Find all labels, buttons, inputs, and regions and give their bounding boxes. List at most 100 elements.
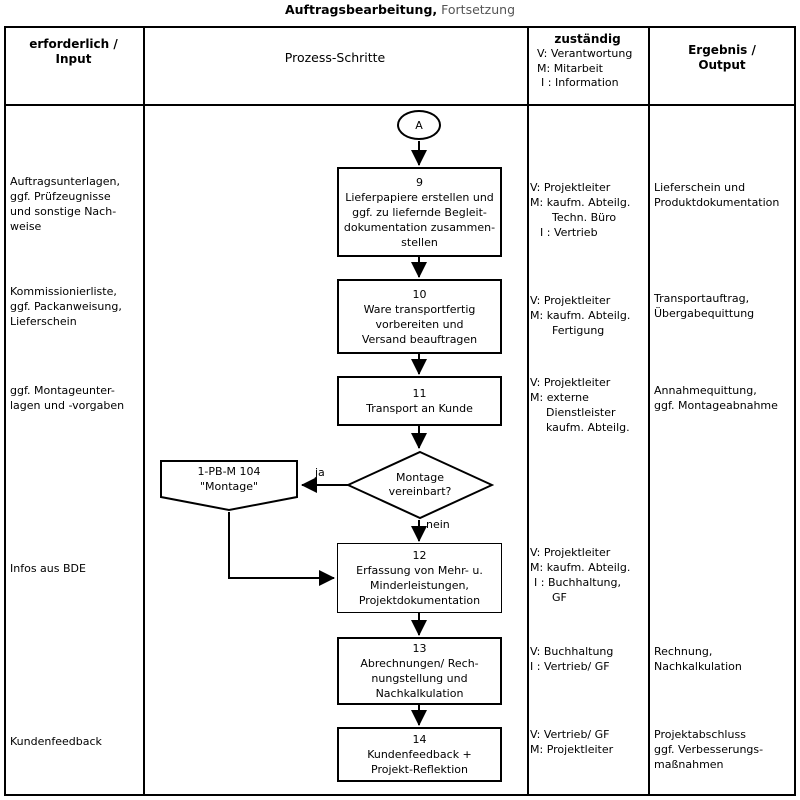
- header-output: Ergebnis / Output: [650, 43, 794, 73]
- header-divider: [4, 104, 796, 106]
- output-step-11: Annahmequittung, ggf. Montageabnahme: [654, 383, 796, 413]
- responsible-step-11-line1: V: Projektleiter: [530, 376, 611, 389]
- decision-montage-vereinbart[interactable]: Montage vereinbart?: [346, 450, 494, 520]
- table-frame: [4, 26, 796, 796]
- header-input-line2: Input: [55, 52, 92, 66]
- output-step-9-line2: Produktdokumentation: [654, 196, 780, 209]
- step-13-line1: Abrechnungen/ Rech-: [360, 657, 479, 670]
- responsible-step-11-line4: kaufm. Abteilg.: [546, 421, 630, 434]
- input-step-14: Kundenfeedback: [10, 734, 140, 749]
- output-step-10-line1: Transportauftrag,: [654, 292, 750, 305]
- step-14-number: 14: [412, 733, 427, 746]
- input-step-12: Infos aus BDE: [10, 561, 140, 576]
- step-10-line3: Versand beauftragen: [361, 332, 478, 346]
- step-9-line2: ggf. zu liefernde Begleit-: [352, 205, 487, 219]
- header-input: erforderlich / Input: [6, 37, 141, 67]
- responsible-step-14: V: Vertrieb/ GF M: Projektleiter: [530, 727, 646, 757]
- output-step-13-line1: Rechnung,: [654, 645, 713, 658]
- responsible-step-11-line2: M: externe: [530, 391, 589, 404]
- page-title: Auftragsbearbeitung, Fortsetzung: [0, 2, 800, 18]
- responsible-step-10-line2: M: kaufm. Abteilg.: [530, 309, 631, 322]
- output-step-14-line1: Projektabschluss: [654, 728, 746, 741]
- responsible-step-11: V: Projektleiter M: externe Dienstleiste…: [530, 375, 646, 435]
- input-step-9-line3: und sonstige Nach-: [10, 205, 117, 218]
- output-step-10-line2: Übergabequittung: [654, 307, 755, 320]
- edge-label-no: nein: [426, 518, 450, 531]
- step-9-number: 9: [416, 175, 423, 189]
- step-10-line2: vorbereiten und: [375, 317, 464, 331]
- process-step-12[interactable]: 12 Erfassung von Mehr- u. Minderleistung…: [337, 543, 502, 613]
- column-divider-1: [143, 26, 145, 796]
- responsible-step-14-line2: M: Projektleiter: [530, 743, 614, 756]
- responsible-step-9-line4: I : Vertrieb: [540, 226, 598, 239]
- decision-line1: Montage: [396, 471, 444, 484]
- process-step-9[interactable]: 9 Lieferpapiere erstellen und ggf. zu li…: [337, 167, 502, 257]
- column-divider-3: [648, 26, 650, 796]
- output-step-11-line1: Annahmequittung,: [654, 384, 757, 397]
- responsible-step-10: V: Projektleiter M: kaufm. Abteilg. Fert…: [530, 293, 646, 338]
- output-step-13-line2: Nachkalkulation: [654, 660, 742, 673]
- process-step-10[interactable]: 10 Ware transportfertig vorbereiten und …: [337, 279, 502, 354]
- output-step-9: Lieferschein und Produktdokumentation: [654, 180, 796, 210]
- step-14-line1: Kundenfeedback +: [367, 748, 472, 761]
- step-10-number: 10: [412, 287, 427, 301]
- header-responsible-title: zuständig: [554, 32, 621, 46]
- output-step-9-line1: Lieferschein und: [654, 181, 746, 194]
- input-step-9-line4: weise: [10, 220, 42, 233]
- input-step-10-line3: Lieferschein: [10, 315, 77, 328]
- step-13-line3: Nachkalkulation: [375, 687, 464, 700]
- input-step-11-line2: lagen und -vorgaben: [10, 399, 125, 412]
- responsible-step-11-line3: Dienstleister: [546, 406, 616, 419]
- reference-line2: "Montage": [199, 480, 259, 493]
- header-output-line1: Ergebnis /: [688, 43, 756, 57]
- output-step-13: Rechnung, Nachkalkulation: [654, 644, 796, 674]
- responsible-step-13-line2: I : Vertrieb/ GF: [530, 660, 610, 673]
- responsible-step-9: V: Projektleiter M: kaufm. Abteilg. Tech…: [530, 180, 646, 240]
- reference-document-montage[interactable]: 1-PB-M 104 "Montage": [160, 460, 298, 512]
- process-step-14[interactable]: 14 Kundenfeedback + Projekt-Reflektion: [337, 727, 502, 782]
- edge-label-yes: ja: [315, 466, 325, 479]
- header-process-label: Prozess-Schritte: [284, 50, 386, 65]
- title-main: Auftragsbearbeitung: [284, 2, 433, 17]
- step-13-number: 13: [412, 642, 427, 655]
- output-step-11-line2: ggf. Montageabnahme: [654, 399, 778, 412]
- responsible-step-14-line1: V: Vertrieb/ GF: [530, 728, 610, 741]
- step-9-line3: dokumentation zusammen-: [343, 220, 496, 234]
- input-step-9-line2: ggf. Prüfzeugnisse: [10, 190, 111, 203]
- responsible-step-13-line1: V: Buchhaltung: [530, 645, 614, 658]
- step-13-line2: nungstellung und: [371, 672, 468, 685]
- step-10-line1: Ware transportfertig: [363, 302, 476, 316]
- responsible-step-12-line3: I : Buchhaltung,: [534, 576, 621, 589]
- input-step-10-line2: ggf. Packanweisung,: [10, 300, 122, 313]
- responsible-step-12-line4: GF: [552, 591, 567, 604]
- responsible-step-12: V: Projektleiter M: kaufm. Abteilg. I : …: [530, 545, 646, 605]
- input-step-11-line1: ggf. Montageunter-: [10, 384, 115, 397]
- input-step-10-line1: Kommissionierliste,: [10, 285, 117, 298]
- header-responsible-line1: V: Verantwortung: [537, 47, 633, 60]
- input-step-14-line1: Kundenfeedback: [10, 735, 102, 748]
- header-output-line2: Output: [698, 58, 746, 72]
- step-12-line2: Minderleistungen,: [370, 579, 469, 592]
- responsible-step-10-line3: Fertigung: [552, 324, 605, 337]
- step-12-line3: Projektdokumentation: [358, 594, 481, 607]
- process-step-11[interactable]: 11 Transport an Kunde: [337, 376, 502, 426]
- output-step-14-line2: ggf. Verbesserungs-: [654, 743, 764, 756]
- reference-line1: 1-PB-M 104: [197, 465, 261, 478]
- output-step-14: Projektabschluss ggf. Verbesserungs- maß…: [654, 727, 796, 772]
- input-step-11: ggf. Montageunter- lagen und -vorgaben: [10, 383, 140, 413]
- responsible-step-12-line2: M: kaufm. Abteilg.: [530, 561, 631, 574]
- output-step-10: Transportauftrag, Übergabequittung: [654, 291, 796, 321]
- decision-line2: vereinbart?: [388, 485, 452, 498]
- header-responsible-line3: I : Information: [541, 76, 619, 89]
- responsible-step-10-line1: V: Projektleiter: [530, 294, 611, 307]
- output-step-14-line3: maßnahmen: [654, 758, 724, 771]
- responsible-step-13: V: Buchhaltung I : Vertrieb/ GF: [530, 644, 646, 674]
- title-comma: ,: [432, 2, 438, 17]
- step-12-line1: Erfassung von Mehr- u.: [356, 564, 483, 577]
- title-continuation: Fortsetzung: [441, 2, 516, 17]
- process-step-13[interactable]: 13 Abrechnungen/ Rech- nungstellung und …: [337, 637, 502, 705]
- input-step-9: Auftragsunterlagen, ggf. Prüfzeugnisse u…: [10, 174, 140, 234]
- connector-a: A: [397, 110, 441, 140]
- responsible-step-12-line1: V: Projektleiter: [530, 546, 611, 559]
- header-responsible-line2: M: Mitarbeit: [537, 61, 603, 75]
